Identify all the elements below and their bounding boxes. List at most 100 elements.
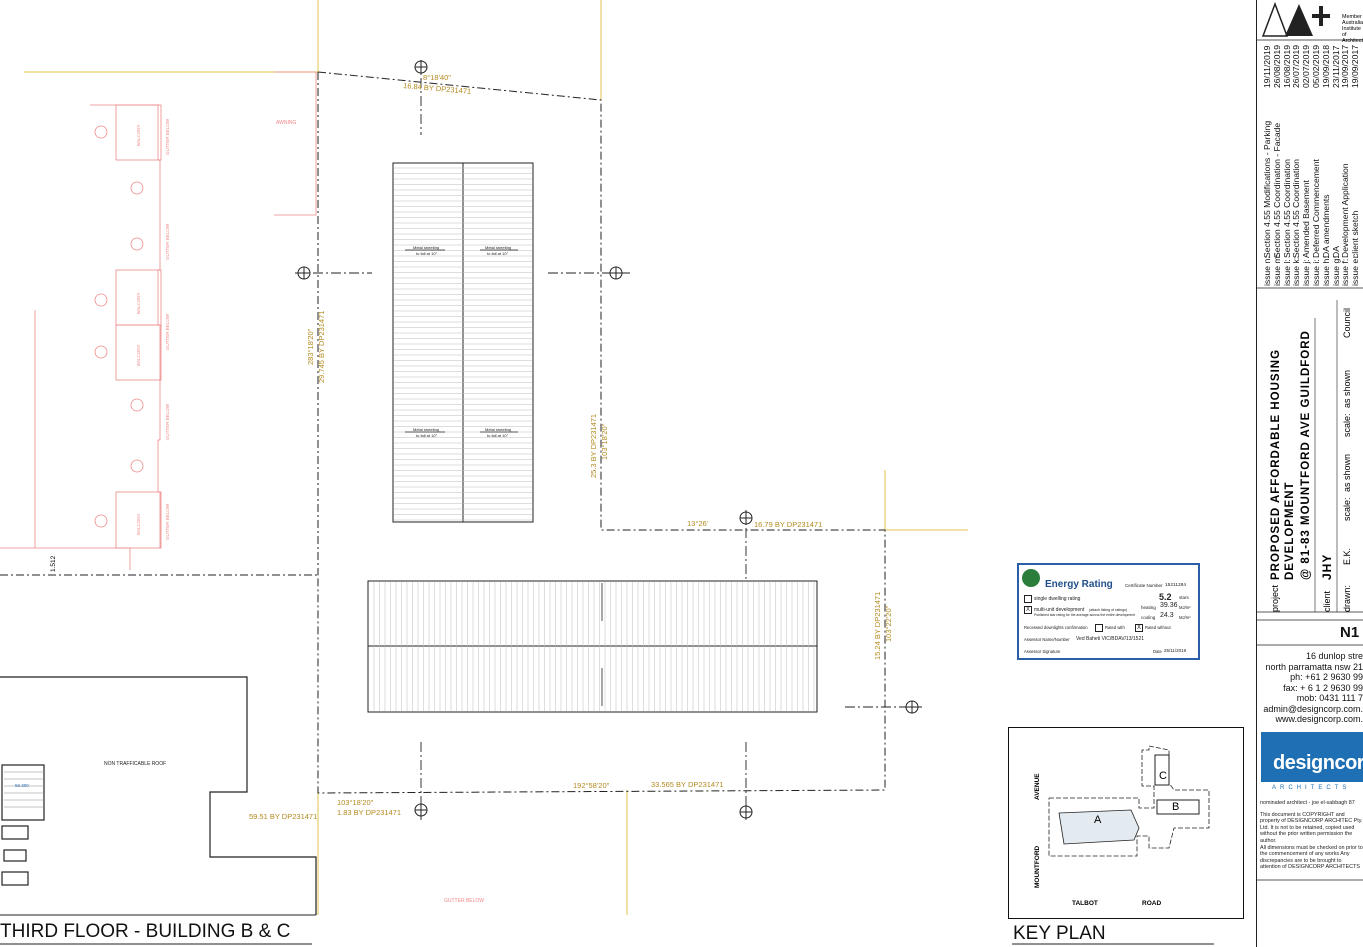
metal-sheeting-label: Metal sheeting [413, 427, 440, 432]
fall-label: to fall at 10° [416, 251, 438, 256]
bearing-label: 15.24 BY DP231471 [873, 591, 882, 660]
non-trafficable-roof-label: NON TRAFFICABLE ROOF [104, 761, 167, 767]
level-label: 56.300 [15, 783, 29, 788]
key-label-a: A [1094, 814, 1102, 826]
energy-title: Energy Rating [1045, 579, 1113, 590]
signature-label: Assessor Signature [1024, 649, 1061, 654]
issue-date: 26/08/2019 [1271, 44, 1282, 88]
key-plan-diagram [1048, 745, 1210, 857]
dimensions-note: All dimensions must be checked on prior … [1260, 845, 1363, 871]
roof-building-b [367, 580, 818, 713]
rated-without-label: Rated without [1145, 625, 1171, 630]
issue-date: 19/11/2019 [1262, 45, 1272, 88]
balcony-label: BALCONY [136, 124, 141, 146]
bearing-label: 8°18'40" [423, 73, 451, 82]
heating-label: heating [1141, 605, 1156, 610]
scale-label: scale: [1342, 497, 1352, 521]
building-third-floor [0, 676, 317, 916]
key-plan-title: KEY PLAN [1013, 923, 1106, 944]
multi-checkbox: X [1024, 606, 1032, 614]
issue-desc: Amended Basement [1301, 180, 1312, 258]
assessor-label: Assessor Name/Number [1024, 637, 1070, 642]
issue-label: issue j: [1301, 259, 1312, 286]
aia-member-text: Member Australian Institute of Architect… [1342, 14, 1363, 44]
scale-value-2: as shown [1342, 369, 1352, 408]
date-label: Date [1153, 649, 1162, 654]
gutter-label: GUTTER BELOW [165, 313, 170, 350]
sheet-number: N1 [1340, 624, 1360, 641]
gutter-label: GUTTER BELOW [165, 223, 170, 260]
star-value: 5.2 [1159, 592, 1172, 602]
street-mountford: MOUNTFORD [1034, 845, 1041, 888]
dimension-label: 1.512 [50, 555, 57, 572]
cert-label: Certificate Number [1125, 583, 1163, 588]
issue-label: issue h: [1320, 256, 1331, 286]
contact-line: ph: +61 2 9630 99 [1290, 672, 1363, 682]
issue-desc: DA amendments [1320, 194, 1331, 258]
issue-label: issue m: [1271, 254, 1282, 286]
awning-label: AWNING [276, 120, 297, 126]
bearing-label: 59.51 BY DP231471 [249, 812, 318, 821]
bearing-label: 29.745 BY DP231471 [317, 310, 326, 383]
star-unit: stars [1179, 595, 1189, 600]
issue-label: issue k: [1291, 256, 1302, 286]
bearing-label: 33.565 BY DP231471 [651, 780, 724, 789]
key-plan: A B C AVENUE MOUNTFORD TALBOT ROAD [1008, 727, 1244, 919]
bearing-label: 25.3 BY DP231471 [589, 413, 598, 478]
issue-date: 26/07/2019 [1291, 44, 1302, 88]
building-a-balconies [0, 71, 317, 570]
multi-note-2: Published star rating for the average ac… [1034, 613, 1136, 617]
title-block: Member Australian Institute of Architect… [1256, 0, 1363, 947]
designcorp-logo-text: designcorp [1273, 752, 1363, 774]
bearing-label: 1.83 BY DP231471 [337, 808, 402, 817]
council-label: Council [1342, 307, 1352, 338]
gutter-label: GUTTER BELOW [165, 503, 170, 540]
drawn-value: E.K. [1342, 547, 1352, 565]
issue-date: 05/02/2019 [1311, 44, 1321, 88]
nominated-architect: nominated architect - joe el-sabbagh 87 [1260, 800, 1355, 806]
heating-unit: MJ/m² [1179, 605, 1191, 610]
contact-line: admin@designcorp.com. [1263, 703, 1363, 714]
contact-line: fax: + 6 1 2 9630 99 [1283, 682, 1363, 693]
issue-desc: Development Application [1340, 163, 1351, 258]
bearing-label: 13°26' [687, 519, 709, 528]
single-checkbox [1024, 595, 1032, 603]
issue-label: issue f: [1340, 258, 1351, 286]
street-road: ROAD [1142, 900, 1162, 907]
project-line-1: PROPOSED AFFORDABLE HOUSING [1270, 348, 1282, 580]
issue-date: 19/09/2018 [1320, 44, 1331, 88]
contact-line: mob: 0431 111 7 [1296, 693, 1363, 703]
rated-with-checkbox [1095, 624, 1103, 632]
client-label: client [1322, 590, 1332, 612]
gutter-label: GUTTER BELOW [165, 403, 170, 440]
street-talbot: TALBOT [1072, 900, 1098, 907]
bearing-label: 103°18'20" [600, 423, 609, 460]
assessor-value: Ved Baheti VIC/BDAV/13/1521 [1076, 636, 1145, 642]
roof-building-c [392, 162, 534, 523]
single-label: single dwelling rating [1034, 596, 1081, 602]
energy-rating-certificate: Energy Rating Certificate Number 1521128… [1017, 563, 1200, 660]
bearing-label: 283°18'20" [306, 328, 315, 365]
issue-desc: Section 4.55 Coordination - Facade [1271, 122, 1282, 258]
street-avenue: AVENUE [1034, 773, 1041, 800]
balcony-label: BALCONY [136, 513, 141, 535]
contact-line: 16 dunlop stre [1305, 651, 1363, 661]
date-value: 25/11/2019 [1164, 648, 1187, 653]
designcorp-logo [1261, 732, 1363, 782]
issue-label: issue n: [1262, 256, 1272, 286]
scale-label-2: scale: [1342, 413, 1352, 437]
fall-label: to fall at 10° [487, 433, 509, 438]
issue-label: issue i: [1311, 259, 1321, 286]
stair-lines [4, 771, 44, 808]
metal-sheeting-label: Metal sheeting [413, 245, 440, 250]
gutter-label: GUTTER BELOW [165, 118, 170, 155]
key-label-c: C [1159, 770, 1167, 782]
bearing-label: 103°22'20" [884, 605, 893, 642]
project-line-2: DEVELOPMENT [1284, 481, 1296, 580]
cert-number: 15211284 [1165, 583, 1186, 588]
issue-desc: Section 4.55 Modifications - Parking [1262, 120, 1272, 258]
setback-lines [24, 0, 968, 915]
issue-desc: client sketch [1350, 210, 1361, 258]
title-block-lines [1257, 39, 1363, 881]
